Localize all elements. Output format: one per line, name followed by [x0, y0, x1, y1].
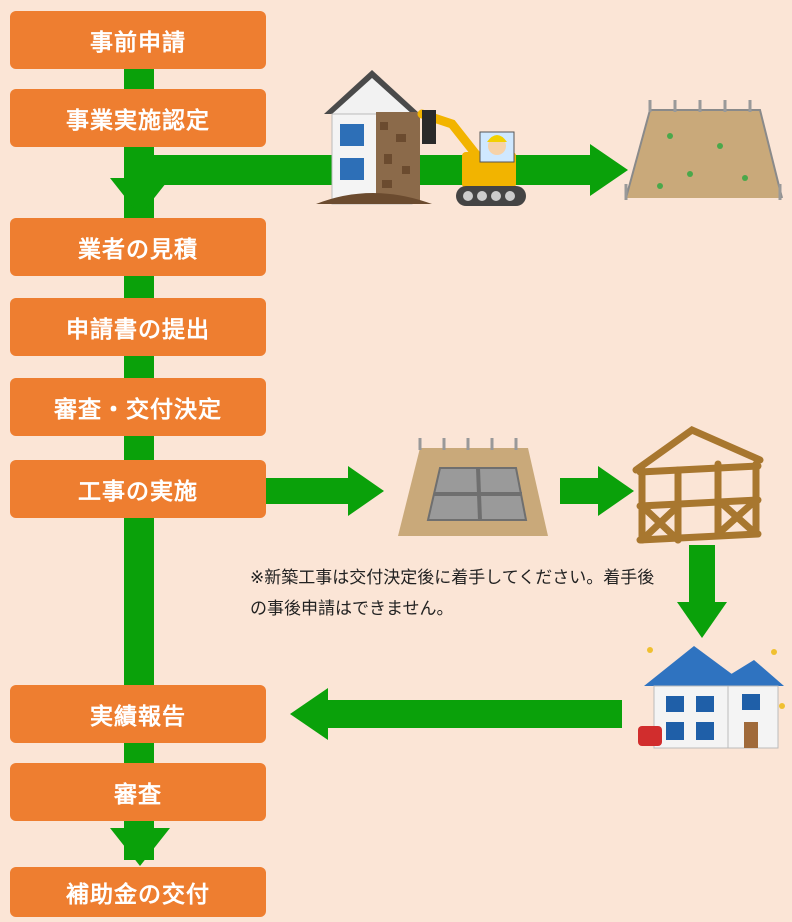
construction-arrow-2-line [560, 478, 600, 504]
wood-frame-icon [632, 425, 764, 544]
new-house-icon [638, 646, 785, 749]
report-arrow-line [326, 700, 622, 728]
vacant-lot-icon [624, 100, 783, 200]
step-submit-application: 申請書の提出 [10, 298, 266, 356]
construction-arrowhead-2 [598, 466, 634, 516]
construction-arrowhead-3 [677, 602, 727, 638]
step-pre-application: 事前申請 [10, 11, 266, 69]
main-arrowhead-2 [110, 828, 170, 866]
construction-arrow-3-line [689, 545, 715, 605]
branch-arrowhead [590, 144, 628, 196]
step-contractor-estimate: 業者の見積 [10, 218, 266, 276]
construction-arrowhead-1 [348, 466, 384, 516]
step-performance-report: 実績報告 [10, 685, 266, 743]
step-construction: 工事の実施 [10, 460, 266, 518]
foundation-icon [398, 438, 548, 536]
construction-arrow-1-line [266, 478, 350, 504]
step-review: 審査 [10, 763, 266, 821]
note-text: ※新築工事は交付決定後に着手してください。着手後の事後申請はできません。 [250, 568, 655, 619]
step-project-approval: 事業実施認定 [10, 89, 266, 147]
main-arrowhead-1 [110, 178, 170, 216]
step-subsidy-payment: 補助金の交付 [10, 867, 266, 917]
step-review-grant-decision: 審査・交付決定 [10, 378, 266, 436]
report-arrowhead [290, 688, 328, 740]
demolition-icon [316, 70, 526, 206]
